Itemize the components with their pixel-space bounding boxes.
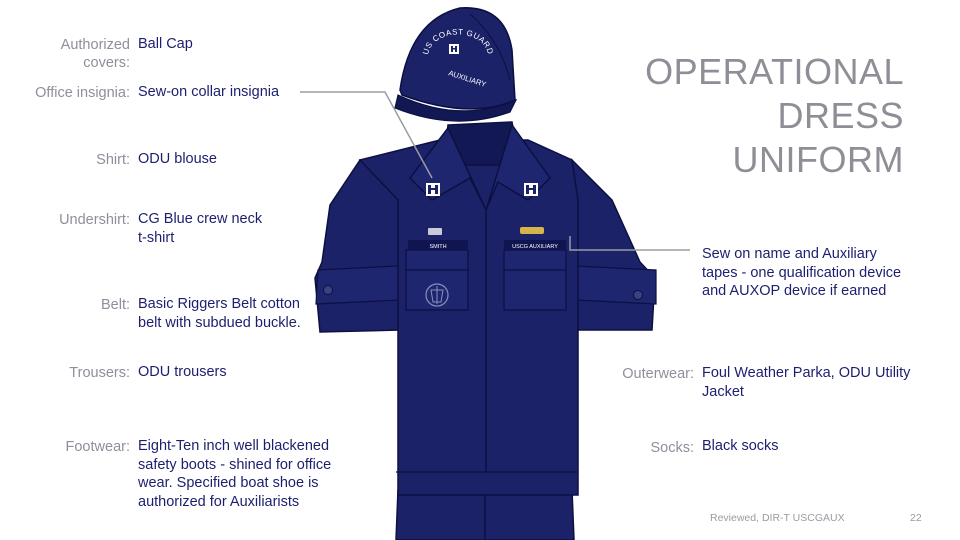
socks-value: Black socks [702,437,779,456]
title-line-2: DRESS [645,94,904,138]
shirt-value: ODU blouse [138,150,217,169]
undershirt-value: CG Blue crew neck t-shirt [138,210,262,247]
outerwear-value: Foul Weather Parka, ODU Utility Jacket [702,364,910,401]
insignia-label: Office insignia: [35,84,130,102]
service-tape-text: USCG AUXILIARY [512,244,558,250]
footer-note: Reviewed, DIR-T USCGAUX [710,512,845,524]
ball-cap: US COAST GUARD AUXILIARY [395,8,516,121]
trousers-value: ODU trousers [138,363,227,382]
tapes-value: Sew on name and Auxiliary tapes - one qu… [702,245,901,301]
name-tape-text: SMITH [429,244,446,250]
belt-label: Belt: [101,296,130,314]
page-number: 22 [910,512,922,524]
auxop-device [428,228,442,235]
insignia-value: Sew-on collar insignia [138,83,279,102]
trousers-label: Trousers: [69,364,130,382]
belt-value: Basic Riggers Belt cotton belt with subd… [138,295,301,332]
right-sleeve [572,160,655,330]
socks-label: Socks: [650,439,694,457]
footwear-label: Footwear: [66,438,130,456]
footwear-value: Eight-Ten inch well blackened safety boo… [138,437,331,511]
title-line-1: OPERATIONAL [645,50,904,94]
outerwear-label: Outerwear: [622,365,694,383]
collar-insignia-left [426,183,440,196]
collar-insignia-right [524,183,538,196]
covers-label: Authorized covers: [61,36,130,72]
undershirt-label: Undershirt: [59,211,130,229]
title-line-3: UNIFORM [645,138,904,182]
qualification-device [520,227,544,234]
slide-title: OPERATIONAL DRESS UNIFORM [645,50,904,182]
covers-value: Ball Cap [138,35,193,54]
shirt-label: Shirt: [96,151,130,169]
